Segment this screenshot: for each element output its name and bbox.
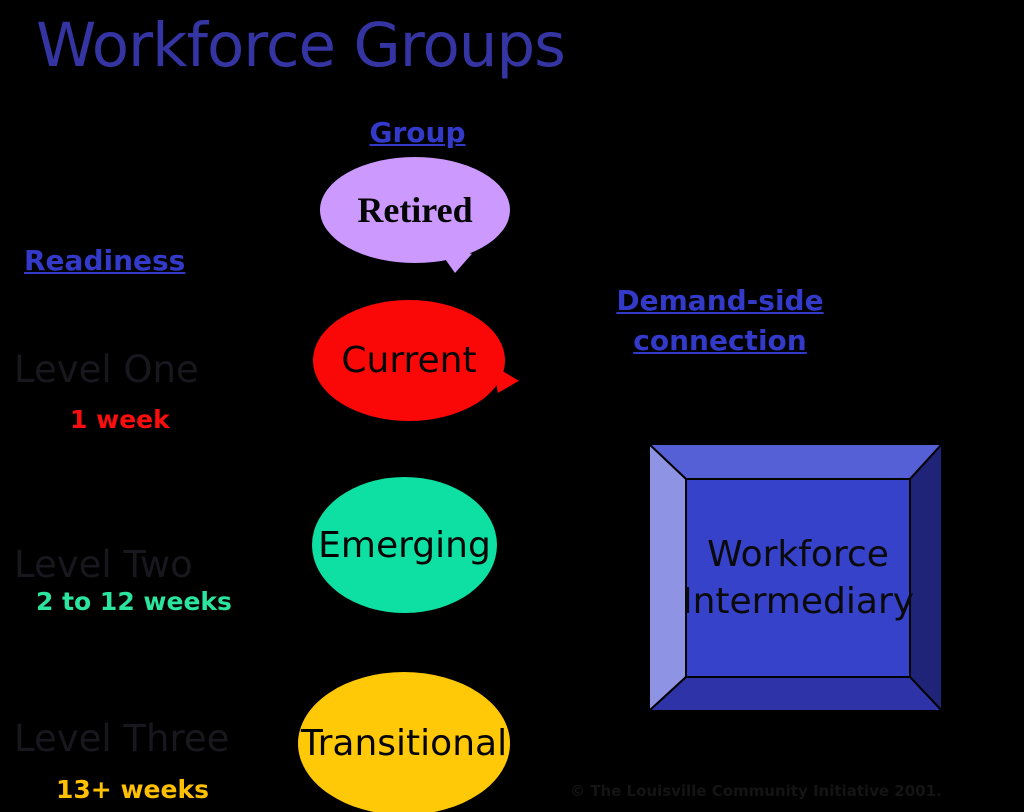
emerging-group-label: Emerging — [318, 524, 491, 566]
retired-group-label: Retired — [357, 190, 473, 230]
level-one-label: Level One — [14, 348, 199, 391]
level-one-duration: 1 week — [70, 405, 170, 434]
page-title: Workforce Groups — [36, 10, 566, 81]
current-group-label: Current — [341, 340, 477, 381]
box-bevel-left — [648, 443, 687, 712]
emerging-group-ellipse: Emerging — [312, 477, 497, 613]
box-bevel-right — [909, 443, 943, 712]
demand-side-header-line1: Demand-side — [616, 284, 824, 317]
transitional-group-ellipse: Transitional — [298, 672, 510, 812]
level-three-duration: 13+ weeks — [56, 775, 209, 804]
workforce-intermediary-label-line2: Intermediary — [681, 581, 915, 622]
demand-side-header-line2: connection — [633, 324, 807, 357]
beveled-box-graphic — [648, 443, 943, 712]
workforce-intermediary-box: Workforce Intermediary — [648, 443, 943, 712]
readiness-column-header: Readiness — [24, 244, 186, 277]
level-two-label: Level Two — [14, 543, 193, 586]
group-column-header: Group — [369, 116, 466, 149]
demand-side-header: Demand-side connection — [598, 281, 842, 361]
workforce-intermediary-label: Workforce Intermediary — [682, 479, 914, 677]
current-group-ellipse: Current — [313, 300, 505, 421]
current-callout-tail — [494, 366, 519, 393]
level-three-label: Level Three — [14, 717, 230, 760]
transitional-group-label: Transitional — [300, 723, 508, 764]
box-face — [685, 478, 911, 678]
level-two-duration: 2 to 12 weeks — [36, 587, 232, 616]
retired-group-ellipse: Retired — [320, 157, 510, 263]
copyright-text: © The Louisville Community Initiative 20… — [570, 782, 942, 800]
box-bevel-top — [648, 443, 943, 480]
workforce-intermediary-label-line1: Workforce — [707, 534, 889, 575]
box-bevel-bottom — [648, 676, 943, 712]
